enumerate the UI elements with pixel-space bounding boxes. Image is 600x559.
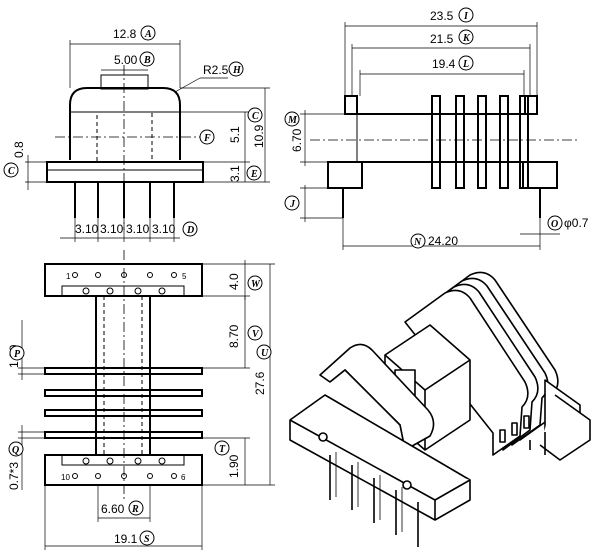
dim-u-value: 27.6 <box>253 371 267 395</box>
dim-a-label: A <box>144 29 152 40</box>
pin-1: 1 <box>66 272 71 281</box>
dim-m-bubble <box>284 111 300 127</box>
bottom-view: 1 5 10 6 4.0 W 8.70 V 27.6 U 1.90 T 1.00 <box>7 250 275 550</box>
dim-b-value: 5.00 <box>114 53 138 67</box>
dim-t-value: 1.90 <box>227 454 241 478</box>
dim-o-bubble <box>547 215 563 231</box>
dim-h-label: H <box>232 65 242 76</box>
dim-e-bubble <box>246 165 262 181</box>
dim-l-value: 19.4 <box>432 57 456 71</box>
dim-c-bubble <box>247 107 263 123</box>
dim-v-label: V <box>252 329 260 340</box>
dim-k-value: 21.5 <box>430 32 454 46</box>
dim-m-label: M <box>287 115 298 126</box>
dim-s-bubble <box>139 530 155 546</box>
pitch-4: 3.10 <box>152 222 176 236</box>
dim-j-bubble <box>284 195 300 211</box>
dim-m-value: 6.70 <box>290 128 304 152</box>
dim-i-label: I <box>463 11 469 22</box>
dim-c-label: C <box>252 111 259 122</box>
dim-e-label: E <box>250 169 258 180</box>
pitch-3: 3.10 <box>126 222 150 236</box>
dim-v-bubble <box>247 325 263 341</box>
dim-0-8: 0.8 <box>12 141 26 158</box>
dim-n-value: 24.20 <box>428 234 458 248</box>
dim-i-value: 23.5 <box>430 9 454 23</box>
dim-u-label: U <box>261 348 269 359</box>
dim-r-label: R <box>131 504 139 515</box>
dim-l-bubble <box>458 55 474 71</box>
dim-w-label: W <box>251 279 261 290</box>
dim-v-value: 8.70 <box>227 324 241 348</box>
dim-p-bubble <box>9 345 25 361</box>
pitch-1: 3.10 <box>75 222 99 236</box>
dim-t-bubble <box>214 440 230 456</box>
isometric-view <box>289 271 591 547</box>
pin-6: 6 <box>181 473 186 482</box>
dim-w-value: 4.0 <box>227 273 241 290</box>
dim-n-label: N <box>413 237 422 248</box>
dim-3-1: 3.1 <box>228 165 242 182</box>
dim-o-label: O <box>551 219 558 230</box>
pin-5: 5 <box>182 272 187 281</box>
side-view: 23.5 I 21.5 K 19.4 L 6.70 M J N <box>284 7 589 250</box>
dim-f-bubble <box>199 129 215 145</box>
dim-5-1: 5.1 <box>228 126 242 143</box>
pin-10: 10 <box>61 473 70 482</box>
dim-k-label: K <box>462 33 471 44</box>
dim-b-bubble <box>139 51 155 67</box>
dim-b-label: B <box>143 55 151 66</box>
dim-q-value: 0.7*3 <box>7 462 21 490</box>
dim-c-left-label: C <box>8 166 15 177</box>
dim-d-label: D <box>186 225 194 236</box>
dim-a-value: 12.8 <box>113 27 137 41</box>
dim-d-bubble <box>182 221 198 237</box>
dim-s-label: S <box>144 534 150 545</box>
dim-p-label: P <box>14 349 21 360</box>
dim-a-bubble <box>140 25 156 41</box>
dim-k-bubble <box>458 29 474 45</box>
dim-w-bubble <box>247 275 263 291</box>
dim-j-label: J <box>289 199 296 210</box>
dim-q-bubble <box>8 441 24 457</box>
dim-r-value: 6.60 <box>101 502 125 516</box>
pitch-2: 3.10 <box>100 222 124 236</box>
dim-i-bubble <box>458 7 474 23</box>
dim-r-bubble <box>128 500 144 516</box>
dim-q-label: Q <box>12 445 19 456</box>
dim-t-label: T <box>219 444 226 455</box>
dim-l-label: L <box>462 59 469 70</box>
dim-u-bubble <box>256 344 272 360</box>
dim-h-value: R2.5 <box>203 63 229 77</box>
dim-o-value: φ0.7 <box>564 216 589 230</box>
dim-n-bubble <box>410 233 426 249</box>
dim-s-value: 19.1 <box>114 532 138 546</box>
dim-f-label: F <box>203 133 211 144</box>
front-view: 12.8 A 5.00 B R2.5 H 5.1 10.9 3.1 C F E <box>3 25 270 242</box>
dim-c-left-bubble <box>3 162 19 178</box>
dim-h-bubble <box>228 61 244 77</box>
dim-10-9: 10.9 <box>252 124 266 148</box>
